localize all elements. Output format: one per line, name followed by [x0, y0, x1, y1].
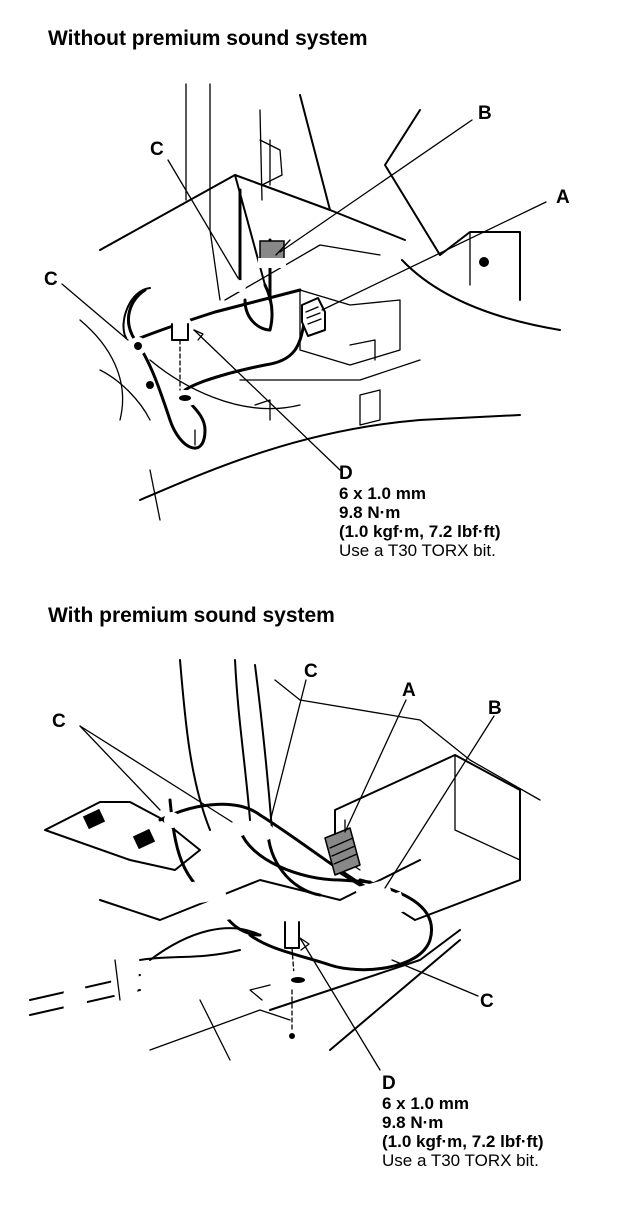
bottom-heading: With premium sound system [48, 604, 335, 627]
top-spec-torque-nm: 9.8 N·m [339, 503, 401, 522]
bottom-spec-note: Use a T30 TORX bit. [382, 1151, 539, 1170]
top-spec-note: Use a T30 TORX bit. [339, 541, 496, 560]
top-callout-c-center: C [150, 139, 164, 160]
bottom-spec-size: 6 x 1.0 mm [382, 1094, 469, 1113]
bottom-spec-torque-alt: (1.0 kgf·m, 7.2 lbf·ft) [382, 1132, 544, 1151]
bottom-callout-c-top: C [304, 661, 318, 682]
top-heading: Without premium sound system [48, 27, 368, 50]
top-spec-torque-alt: (1.0 kgf·m, 7.2 lbf·ft) [339, 522, 501, 541]
top-callout-b: B [478, 103, 492, 124]
bottom-callout-d: D [382, 1073, 396, 1094]
bottom-callout-c-right: C [480, 991, 494, 1012]
top-bolt-spec: 6 x 1.0 mm 9.8 N·m (1.0 kgf·m, 7.2 lbf·f… [339, 484, 501, 560]
top-spec-size: 6 x 1.0 mm [339, 484, 426, 503]
bottom-callout-b: B [488, 698, 502, 719]
bottom-bolt-spec: 6 x 1.0 mm 9.8 N·m (1.0 kgf·m, 7.2 lbf·f… [382, 1094, 544, 1170]
top-callout-d: D [339, 463, 353, 484]
bottom-spec-torque-nm: 9.8 N·m [382, 1113, 444, 1132]
top-callout-a: A [556, 187, 570, 208]
bottom-callout-a: A [402, 680, 416, 701]
top-callout-c-left: C [44, 269, 58, 290]
bottom-callout-c-left: C [52, 711, 66, 732]
